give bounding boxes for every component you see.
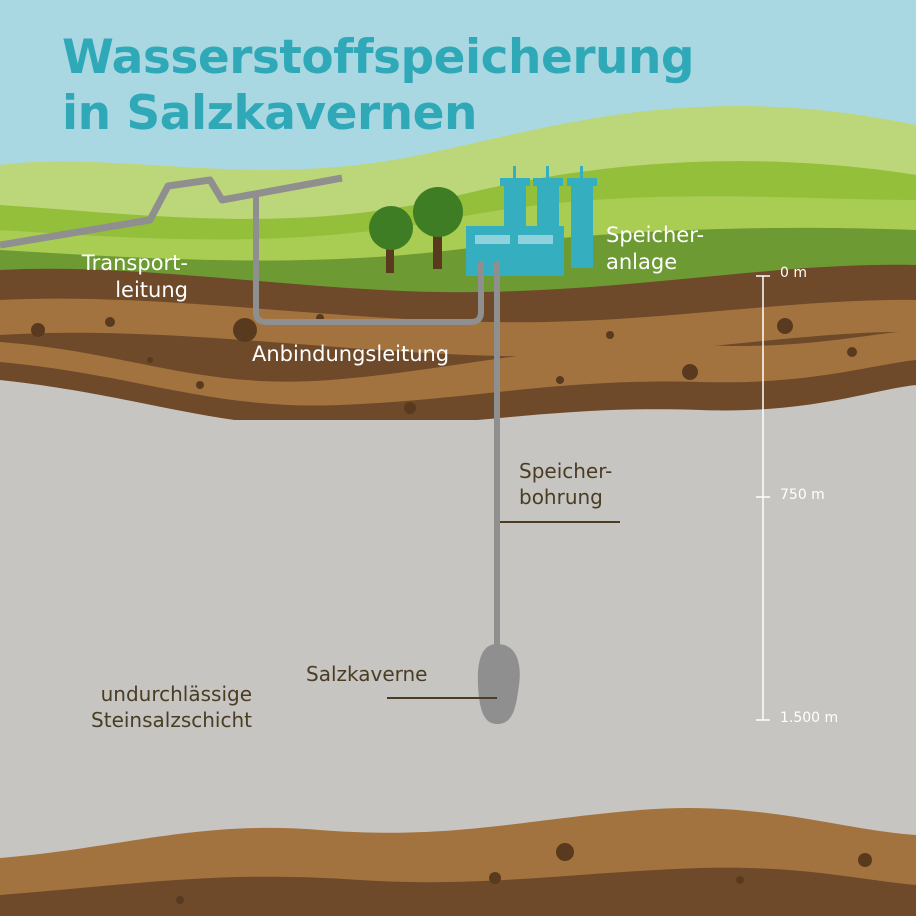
salt-top bbox=[0, 380, 916, 916]
soil-pebbles bbox=[31, 314, 857, 414]
label-salt-layer-line-2: Steinsalzschicht bbox=[91, 708, 252, 732]
salt-cavern bbox=[477, 644, 520, 724]
page-title: Wasserstoffspeicherung in Salzkavernen bbox=[62, 30, 695, 142]
label-storage-well: Speicher- bohrung bbox=[519, 458, 612, 510]
label-storage-plant-line-1: Speicher- bbox=[606, 223, 705, 247]
label-storage-well-line-2: bohrung bbox=[519, 485, 603, 509]
label-storage-plant: Speicher- anlage bbox=[606, 222, 704, 276]
label-transport-line-1: Transport- bbox=[81, 251, 188, 275]
depth-label-750: 750 m bbox=[780, 487, 825, 503]
label-cavern: Salzkaverne bbox=[306, 662, 428, 686]
label-storage-plant-line-2: anlage bbox=[606, 250, 678, 274]
label-connection-pipeline: Anbindungsleitung bbox=[252, 342, 450, 366]
title-line-2: in Salzkavernen bbox=[62, 86, 477, 141]
tree-right bbox=[413, 187, 463, 269]
tree-left bbox=[369, 206, 413, 273]
connection-pipeline bbox=[253, 195, 484, 325]
label-transport-pipeline: Transport- leitung bbox=[64, 250, 188, 304]
title-line-1: Wasserstoffspeicherung bbox=[62, 30, 695, 85]
soil-layer-5 bbox=[0, 360, 916, 420]
depth-scale bbox=[756, 275, 770, 721]
bottom-soil-2 bbox=[0, 867, 916, 916]
label-salt-layer-line-1: undurchlässige bbox=[100, 682, 252, 706]
depth-label-1500: 1.500 m bbox=[780, 710, 839, 726]
transport-pipeline bbox=[0, 174, 343, 249]
label-storage-well-line-1: Speicher- bbox=[519, 459, 613, 483]
bottom-pebbles bbox=[176, 843, 872, 904]
label-salt-layer: undurchlässige Steinsalzschicht bbox=[62, 681, 252, 733]
depth-label-0: 0 m bbox=[780, 265, 807, 281]
label-transport-line-2: leitung bbox=[115, 278, 188, 302]
